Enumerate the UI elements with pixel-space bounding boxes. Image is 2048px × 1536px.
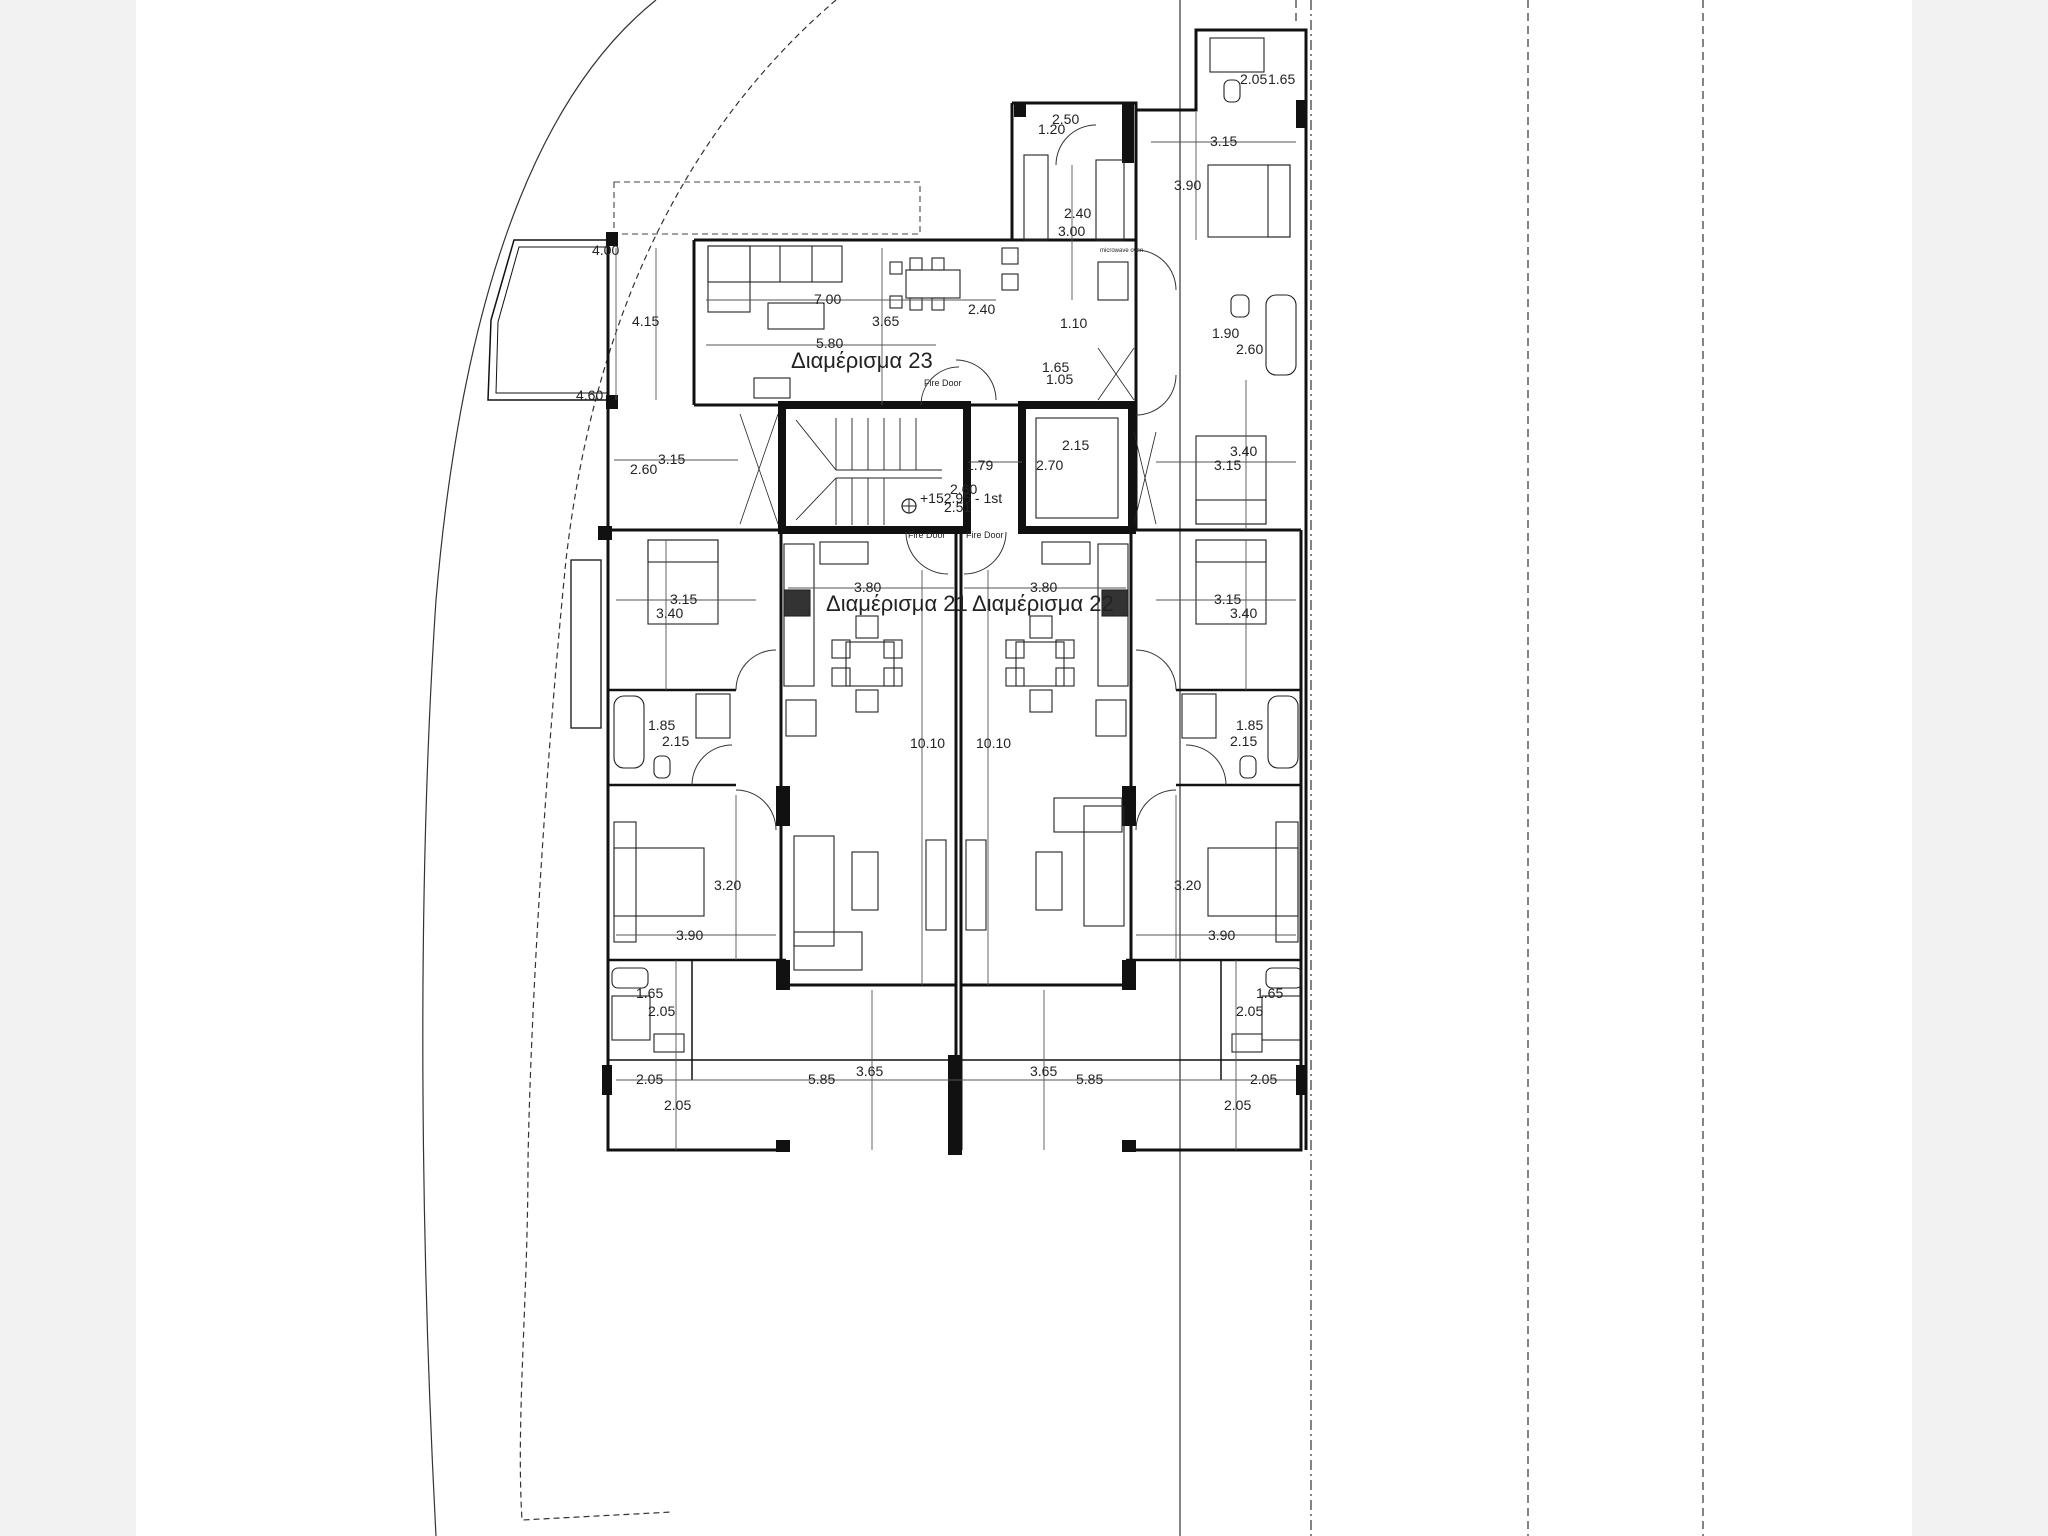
dimension-label: 10.10 <box>910 735 945 751</box>
dimension-label: 1.20 <box>1038 121 1065 137</box>
dimension-label: 2.05 <box>636 1071 663 1087</box>
walls <box>487 28 1308 1152</box>
drawing-sheet: Διαμέρισμα 23 Διαμέρισμα 21 Διαμέρισμα 2… <box>136 0 1912 1536</box>
dimension-label: 5.80 <box>816 335 843 351</box>
dimension-label: 2.60 <box>950 481 977 497</box>
dimension-label: 2.60 <box>1236 341 1263 357</box>
dimension-label: 1.65 <box>636 985 663 1001</box>
columns <box>598 100 1306 1155</box>
fire-door-note: Fire Door <box>966 530 1004 540</box>
dimension-label: 3.65 <box>1030 1063 1057 1079</box>
dimension-label: 3.15 <box>670 591 697 607</box>
dimension-label: 3.90 <box>1174 177 1201 193</box>
dimension-label: 2.15 <box>1230 733 1257 749</box>
dimension-label: 2.40 <box>968 301 995 317</box>
annotation-notes: Fire Door Fire Door Fire Door +152.95 - … <box>908 248 1143 540</box>
dimension-label: 4.60 <box>576 387 603 403</box>
dimension-label: 3.15 <box>1210 133 1237 149</box>
dimension-label: 1.65 <box>1268 71 1295 87</box>
fire-door-note: Fire Door <box>924 378 962 388</box>
dimension-label: 4.00 <box>592 242 619 258</box>
dimension-label: 2.05 <box>1250 1071 1277 1087</box>
dimension-label: 1.90 <box>1212 325 1239 341</box>
dimension-label: 1.65 <box>1042 359 1069 375</box>
pergola-outline <box>613 181 921 235</box>
dimension-label: 1.05 <box>1046 371 1073 387</box>
dimension-label: 10.10 <box>976 735 1011 751</box>
dimension-label: 1.65 <box>1256 985 1283 1001</box>
dimension-label: 5.85 <box>808 1071 835 1087</box>
dimension-label: 1.85 <box>1236 717 1263 733</box>
dimension-label: 3.20 <box>1174 877 1201 893</box>
dimension-label: 3.40 <box>656 605 683 621</box>
dimension-label: 3.65 <box>872 313 899 329</box>
dimension-label: 3.15 <box>658 451 685 467</box>
dimension-label: 2.50 <box>1052 111 1079 127</box>
site-boundary <box>422 0 1704 1536</box>
dimension-label: 2.05 <box>1224 1097 1251 1113</box>
dimension-label: 3.90 <box>676 927 703 943</box>
dimension-label: 5.85 <box>1076 1071 1103 1087</box>
dimension-label: 3.00 <box>1058 223 1085 239</box>
furniture <box>611 37 1303 1053</box>
dimension-label: 1.85 <box>648 717 675 733</box>
dimension-label: 3.15 <box>1214 457 1241 473</box>
dimension-label: 7.00 <box>814 291 841 307</box>
level-marker-symbol <box>901 498 917 514</box>
dimension-label: 3.65 <box>856 1063 883 1079</box>
apartment-21-label: Διαμέρισμα 21 <box>826 591 968 616</box>
dimension-label: 2.05 <box>1240 71 1267 87</box>
dimension-label: 2.40 <box>1064 205 1091 221</box>
dimension-label: 3.40 <box>1230 443 1257 459</box>
dimension-label: 2.15 <box>662 733 689 749</box>
dimension-label: 2.15 <box>1062 437 1089 453</box>
apartment-22-label: Διαμέρισμα 22 <box>972 591 1114 616</box>
microwave-note: microwave oven <box>1100 248 1143 254</box>
fire-door-note: Fire Door <box>908 530 946 540</box>
dimension-label: 1.10 <box>1060 315 1087 331</box>
dimension-label: 3.40 <box>1230 605 1257 621</box>
dimension-label: 2.05 <box>664 1097 691 1113</box>
dimension-lines <box>614 112 1296 1150</box>
dimension-label: 2.60 <box>630 461 657 477</box>
dimension-label: 2.51 <box>944 499 971 515</box>
door-swings <box>691 124 1227 831</box>
dimension-label: 4.15 <box>632 313 659 329</box>
dimension-labels: 2.05 1.65 1.20 2.50 3.15 3.90 2.40 3.00 … <box>576 71 1295 1113</box>
apartment-23-label: Διαμέρισμα 23 <box>791 348 933 373</box>
dimension-label: 3.90 <box>1208 927 1235 943</box>
dimension-label: 2.05 <box>648 1003 675 1019</box>
level-note: +152.95 - 1st <box>920 490 1002 506</box>
dimension-label: 2.05 <box>1236 1003 1263 1019</box>
dimension-label: 1.79 <box>966 457 993 473</box>
dimension-label: 3.80 <box>1030 579 1057 595</box>
floor-plan: Διαμέρισμα 23 Διαμέρισμα 21 Διαμέρισμα 2… <box>422 0 1704 1536</box>
room-labels: Διαμέρισμα 23 Διαμέρισμα 21 Διαμέρισμα 2… <box>791 348 1114 616</box>
dimension-label: 3.20 <box>714 877 741 893</box>
dimension-label: 2.70 <box>1036 457 1063 473</box>
dimension-label: 3.15 <box>1214 591 1241 607</box>
dimension-label: 3.80 <box>854 579 881 595</box>
